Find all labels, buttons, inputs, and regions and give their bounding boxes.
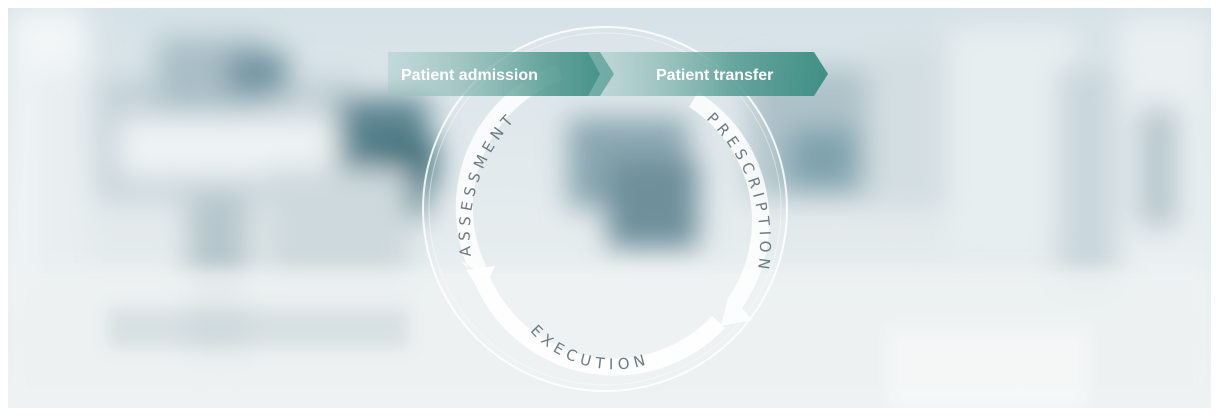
admission-label: Patient admission xyxy=(401,67,538,84)
assessment-arrow xyxy=(455,65,563,280)
transfer-banner: Patient transfer xyxy=(588,52,828,96)
diagram-canvas: Patient admission Patient transfer ASSES… xyxy=(8,8,1211,408)
prescription-arrow xyxy=(689,92,770,326)
hospital-cycle-diagram: Patient admission Patient transfer ASSES… xyxy=(8,8,1211,408)
execution-arrow xyxy=(466,266,725,376)
cycle-ring xyxy=(422,26,788,392)
admission-banner: Patient admission xyxy=(388,52,614,96)
transfer-label: Patient transfer xyxy=(656,67,773,84)
